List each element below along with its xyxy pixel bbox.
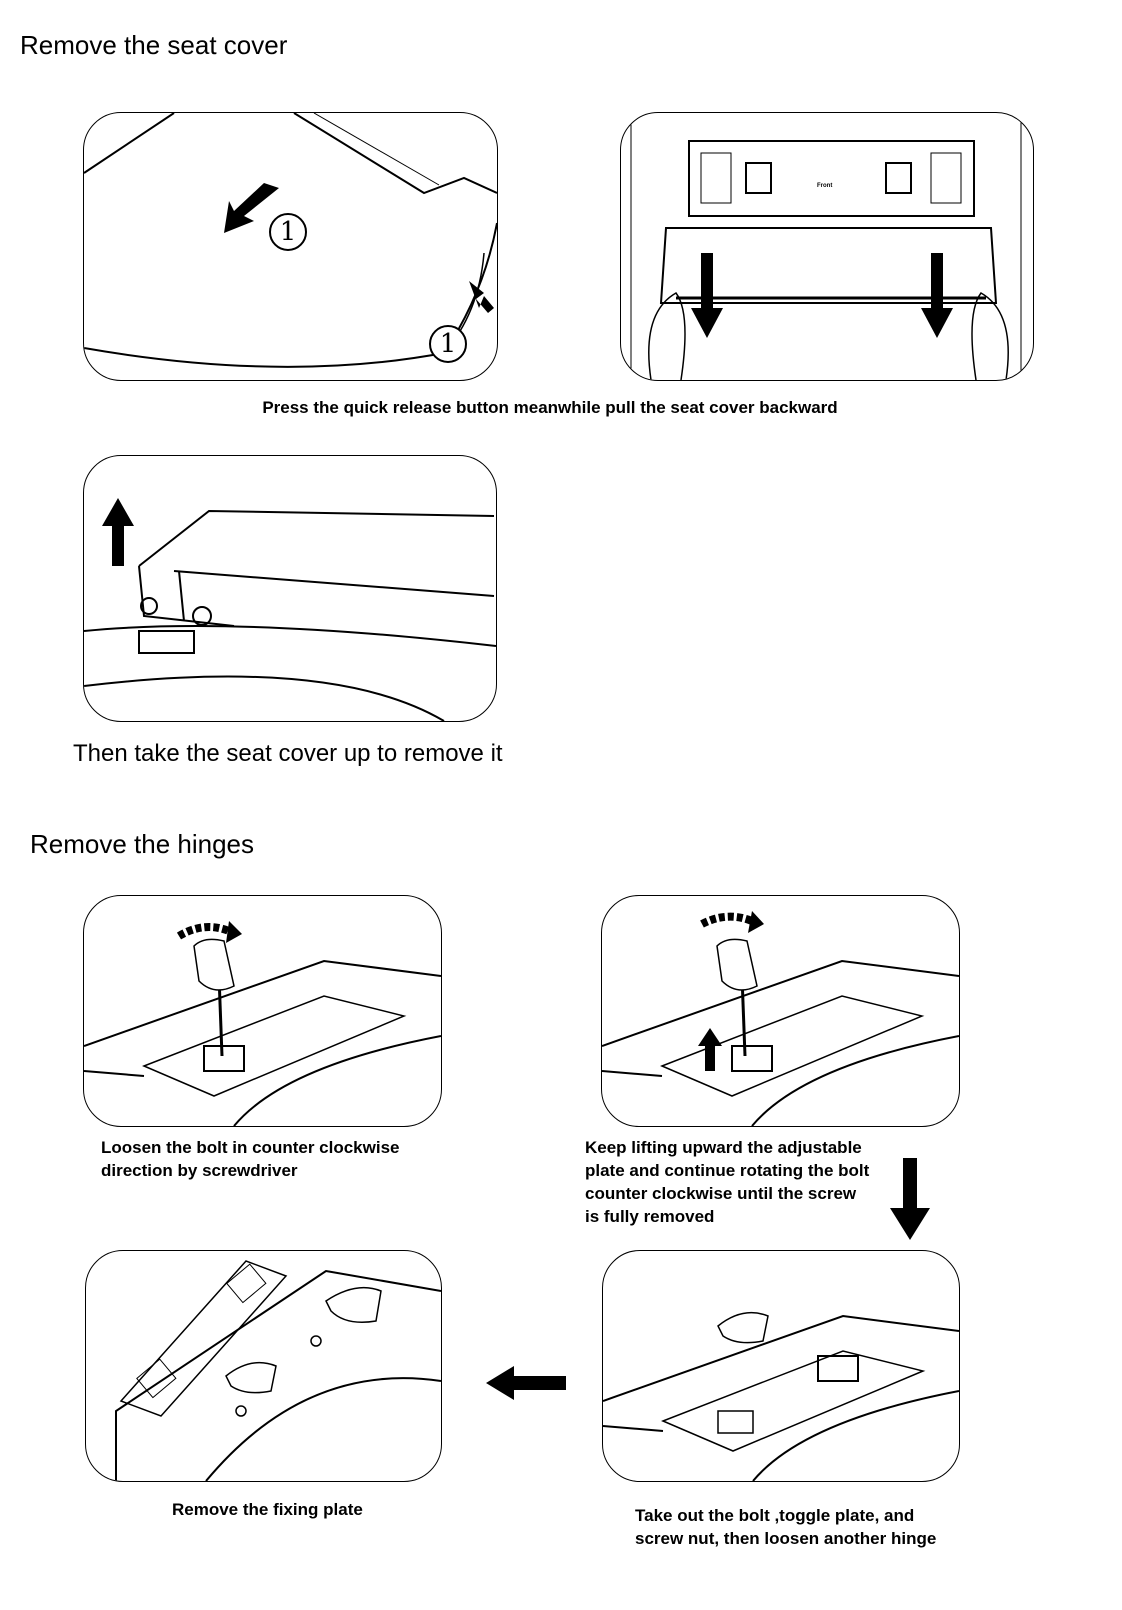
seat-cover-illustration xyxy=(84,113,497,368)
arrow-icon xyxy=(469,281,494,313)
caption-line: Keep lifting upward the adjustable xyxy=(585,1138,862,1157)
rotate-arrow-icon xyxy=(176,921,242,943)
caption-press-release: Press the quick release button meanwhile… xyxy=(262,398,838,417)
down-arrow-icon xyxy=(691,253,723,338)
front-label: Front xyxy=(817,183,833,189)
caption-line: plate and continue rotating the bolt xyxy=(585,1161,870,1180)
up-arrow-icon xyxy=(102,498,134,566)
caption-step-fixing-plate: Remove the fixing plate xyxy=(172,1498,363,1521)
step-number-badge: 1 xyxy=(269,213,307,251)
caption-step-take-out: Take out the bolt ,toggle plate, and scr… xyxy=(635,1504,936,1550)
caption-line: counter clockwise until the screw xyxy=(585,1184,857,1203)
figure-loosen-bolt xyxy=(83,895,442,1127)
caption-line: screw nut, then loosen another hinge xyxy=(635,1529,937,1548)
caption-line: direction by screwdriver xyxy=(101,1161,298,1180)
figure-lift-plate xyxy=(601,895,960,1127)
lift-seat-cover-illustration xyxy=(84,498,496,721)
down-arrow-icon xyxy=(890,1158,930,1240)
up-arrow-icon xyxy=(698,1028,722,1071)
caption-line: Loosen the bolt in counter clockwise xyxy=(101,1138,400,1157)
caption-take-seat-up: Then take the seat cover up to remove it xyxy=(73,740,503,767)
figure-seat-cover-back: Front xyxy=(620,112,1034,381)
figure-pull-seat-cover: 1 1 xyxy=(83,112,498,381)
caption-line: Take out the bolt ,toggle plate, and xyxy=(635,1506,915,1525)
seat-cover-back-illustration xyxy=(630,113,1022,380)
down-arrow-icon xyxy=(921,253,953,338)
lift-plate-illustration xyxy=(602,911,959,1126)
loosen-bolt-illustration xyxy=(84,921,441,1126)
figure-take-out-bolt xyxy=(602,1250,960,1482)
remove-fixing-plate-illustration xyxy=(115,1260,441,1481)
step-number-badge: 1 xyxy=(429,325,467,363)
caption-line: Remove the fixing plate xyxy=(172,1500,363,1519)
caption-step-lift: Keep lifting upward the adjustable plate… xyxy=(585,1136,869,1228)
rotate-arrow-icon xyxy=(700,911,764,933)
figure-remove-fixing-plate xyxy=(85,1250,442,1482)
left-arrow-icon xyxy=(486,1366,566,1400)
caption-line: is fully removed xyxy=(585,1207,715,1226)
take-out-bolt-illustration xyxy=(603,1311,959,1481)
figure-lift-seat-cover xyxy=(83,455,497,722)
caption-step-loosen: Loosen the bolt in counter clockwise dir… xyxy=(101,1136,400,1182)
section-title-remove-seat-cover: Remove the seat cover xyxy=(20,30,288,60)
arrow-icon xyxy=(224,183,279,233)
section-title-remove-hinges: Remove the hinges xyxy=(30,829,255,859)
